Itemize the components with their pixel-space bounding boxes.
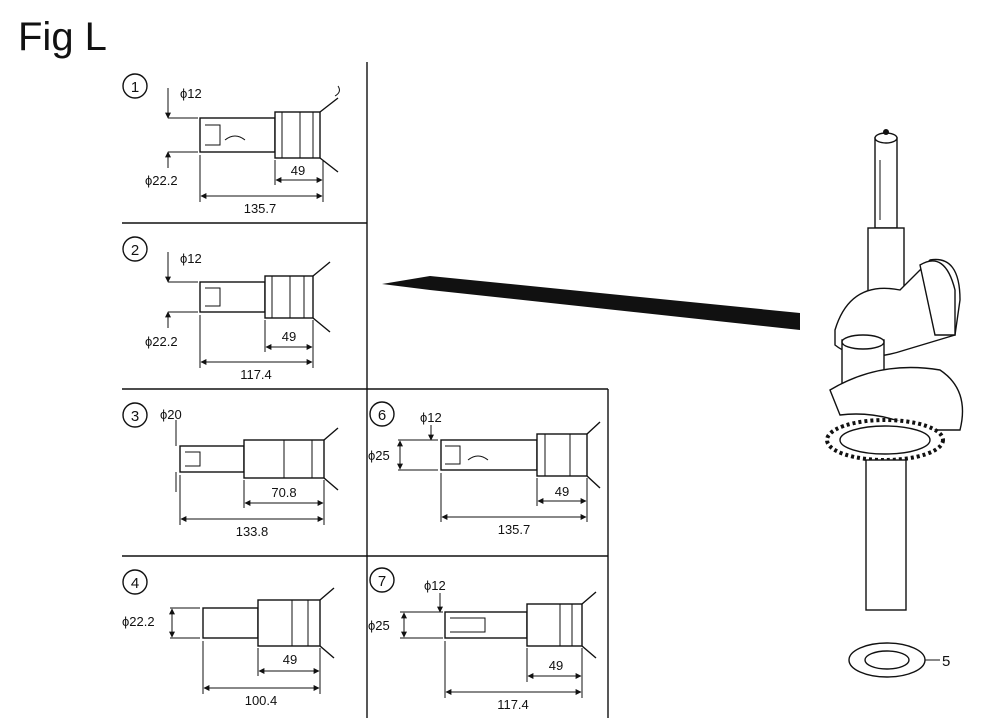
shaft-collar <box>526 603 583 647</box>
variant-number: 3 <box>131 408 139 425</box>
dim-large-diameter: ϕ25 <box>368 618 390 633</box>
shaft-body <box>444 611 528 639</box>
dim-inner-length: 49 <box>555 484 569 499</box>
shaft-body <box>202 607 259 639</box>
shaft-body <box>199 117 276 153</box>
variant-number: 2 <box>131 242 139 259</box>
dim-total-length: 117.4 <box>497 697 529 712</box>
variant-number-circle <box>122 402 148 428</box>
dim-total-length: 100.4 <box>245 693 278 708</box>
panel-grid <box>122 62 609 718</box>
variant-number-circle <box>122 236 148 262</box>
dim-large-diameter: ϕ25 <box>368 448 390 463</box>
variant-number: 1 <box>131 79 139 96</box>
crankshaft-illustration: 5 <box>825 129 964 678</box>
variant-number: 4 <box>131 575 139 592</box>
dim-total-length: 133.8 <box>236 524 269 539</box>
panel-variant-3: 3 ϕ20 70.8 133.8 <box>122 402 339 539</box>
dim-inner-length: 49 <box>291 163 305 178</box>
dim-inner-length: 70.8 <box>271 485 296 500</box>
panel-variant-7: 7 ϕ12 ϕ25 49 117.4 <box>368 567 597 712</box>
panel-variant-6: 6 ϕ12 ϕ25 49 135.7 <box>368 401 601 537</box>
dim-total-length: 135.7 <box>244 201 277 216</box>
dim-diameter: ϕ22.2 <box>122 614 155 629</box>
part-label: 5 <box>942 653 950 670</box>
shaft-body <box>440 439 538 471</box>
shaft-collar <box>257 599 321 647</box>
variant-number: 6 <box>378 407 386 424</box>
dim-large-diameter: ϕ22.2 <box>145 173 178 188</box>
dim-small-diameter: ϕ12 <box>420 410 442 425</box>
dim-inner-length: 49 <box>282 329 296 344</box>
variant-number-circle <box>122 73 148 99</box>
dim-small-diameter: ϕ12 <box>180 251 202 266</box>
panel-variant-4: 4 ϕ22.2 49 100.4 <box>122 569 335 708</box>
dim-inner-length: 49 <box>283 652 297 667</box>
dim-inner-length: 49 <box>549 658 563 673</box>
shaft-collar <box>264 275 314 319</box>
shaft-body <box>179 445 245 473</box>
variant-number: 7 <box>378 573 386 590</box>
panel-variant-2: 2 ϕ12 ϕ22.2 49 117.4 <box>122 236 331 382</box>
panel-variant-1: 1 ϕ12 ϕ22.2 49 135.7 <box>122 73 340 216</box>
variant-number-circle <box>369 567 395 593</box>
dim-small-diameter: ϕ12 <box>424 578 446 593</box>
pointer-arrow <box>382 276 800 330</box>
shaft-body <box>199 281 266 313</box>
dim-diameter: ϕ20 <box>160 407 182 422</box>
figure-title: Fig L <box>18 15 107 59</box>
variant-number-circle <box>122 569 148 595</box>
dim-large-diameter: ϕ22.2 <box>145 334 178 349</box>
dim-small-diameter: ϕ12 <box>180 86 202 101</box>
dim-total-length: 135.7 <box>498 522 531 537</box>
dim-total-length: 117.4 <box>240 367 272 382</box>
variant-number-circle <box>369 401 395 427</box>
